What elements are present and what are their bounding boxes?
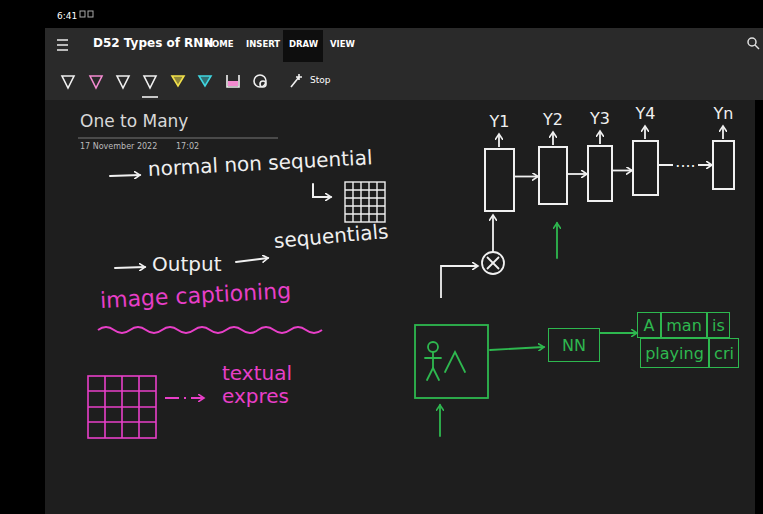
notebook-title: D52 Types of RNN (93, 37, 213, 51)
box-text: cri (714, 344, 734, 363)
word-box: cri (709, 338, 739, 368)
status-time: 6:41 (57, 11, 77, 21)
rnn-cell: Yn (712, 140, 735, 190)
box-text: is (712, 316, 725, 335)
output-label: Y1 (490, 112, 510, 131)
box-text: playing (645, 344, 704, 363)
handwritten-note: Output (152, 253, 221, 276)
box-text: man (666, 316, 702, 335)
output-label: Y3 (590, 109, 610, 128)
box-text: A (644, 316, 655, 335)
connector-arrow (613, 170, 632, 172)
rnn-cell: Y3 (587, 145, 613, 202)
rnn-cell: Y2 (538, 146, 568, 205)
rnn-cell: Y1 (484, 148, 515, 212)
menu-tab: HOME (205, 40, 234, 50)
word-box: man (661, 312, 707, 338)
page-title: One to Many (80, 112, 188, 132)
output-label: Yn (714, 104, 734, 123)
word-box: A (637, 312, 661, 338)
menu-tab: VIEW (330, 40, 355, 50)
word-box: playing (640, 338, 709, 368)
tool-label: Stop (310, 75, 330, 85)
menu-tab: INSERT (246, 40, 280, 50)
connector-arrow (515, 176, 538, 178)
edge-label: .... (673, 153, 697, 171)
page-time: 17:02 (176, 142, 199, 151)
handwritten-note: textual expres (222, 362, 322, 408)
connector-arrow (600, 332, 637, 334)
box-text: NN (562, 336, 586, 355)
connector-arrow (568, 173, 587, 175)
menu-tab: DRAW (289, 40, 318, 50)
rnn-cell: Y4 (632, 140, 659, 196)
word-box: is (707, 312, 730, 338)
output-label: Y2 (543, 110, 563, 129)
output-label: Y4 (636, 104, 656, 123)
word-box: NN (548, 328, 600, 362)
page-date: 17 November 2022 (80, 142, 157, 151)
